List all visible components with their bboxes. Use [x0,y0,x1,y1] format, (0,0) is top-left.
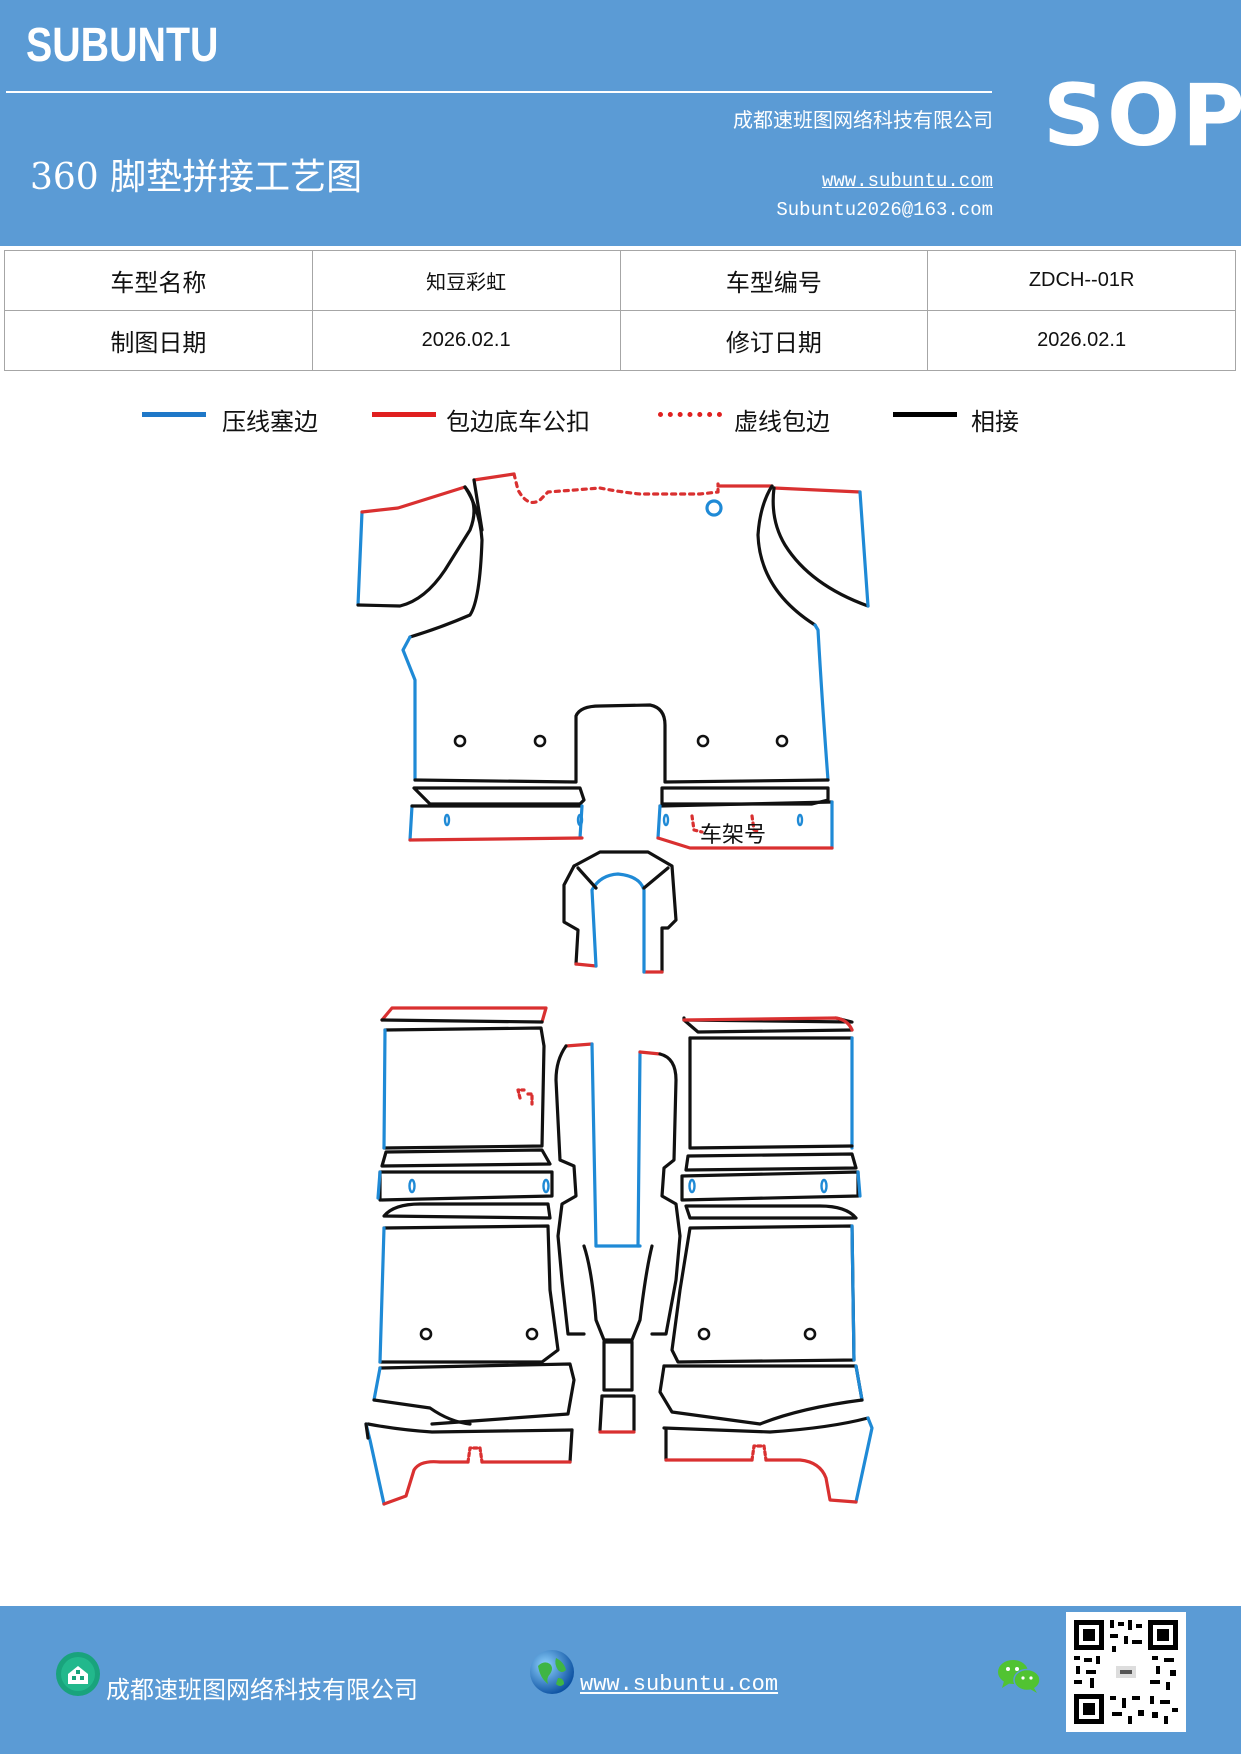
legend-swatch [658,412,722,417]
footer-company: 成都速班图网络科技有限公司 [106,1676,418,1704]
draw-date-label: 制图日期 [4,310,313,371]
header-email: Subuntu2026@163.com [776,199,993,221]
wechat-icon[interactable] [996,1656,1042,1696]
tunnel-piece [562,850,678,974]
page-title: 360 脚垫拼接工艺图 [30,157,363,198]
footer-banner: 成都速班图网络科技有限公司 www.subuntu.com [0,1606,1241,1754]
legend-label: 相接 [971,408,1019,436]
header-website-link[interactable]: www.subuntu.com [821,170,993,192]
legend-swatch [893,412,957,417]
rear-center-pieces [554,1042,682,1434]
floor-mat-diagram: 车架号 [356,472,874,1506]
building-icon [56,1652,100,1696]
model-code-label: 车型编号 [619,250,929,311]
qr-code-icon [1066,1612,1186,1732]
rear-left-pieces [364,1006,576,1506]
line-legend: 压线塞边 包边底车公扣 虚线包边 相接 [0,400,1241,440]
frame-number-label: 车架号 [700,823,766,848]
header-divider [6,91,992,93]
legend-swatch [372,412,436,417]
front-sill-right [656,786,834,850]
model-name-value: 知豆彩虹 [311,250,621,311]
model-code-value: ZDCH--01R [927,250,1236,311]
globe-icon [530,1650,574,1694]
front-sill-left [408,786,586,842]
header-banner: SUBUNTU 成都速班图网络科技有限公司 360 脚垫拼接工艺图 www.su… [0,0,1241,246]
table-row: 车型名称 知豆彩虹 车型编号 ZDCH--01R [4,250,1236,311]
brand-logo: SUBUNTU [26,19,219,72]
front-mat-piece [356,472,870,784]
model-name-label: 车型名称 [4,250,313,311]
revise-date-value: 2026.02.1 [927,310,1236,371]
revise-date-label: 修订日期 [619,310,929,371]
vehicle-info-table: 车型名称 知豆彩虹 车型编号 ZDCH--01R 制图日期 2026.02.1 … [4,250,1236,371]
legend-swatch [142,412,206,417]
rear-right-pieces [658,1016,874,1504]
sop-label: SOP [1043,66,1241,166]
legend-label: 虚线包边 [734,408,830,436]
table-row: 制图日期 2026.02.1 修订日期 2026.02.1 [4,310,1236,371]
draw-date-value: 2026.02.1 [311,310,621,371]
legend-label: 包边底车公扣 [446,408,590,436]
footer-website-link[interactable]: www.subuntu.com [580,1672,779,1697]
legend-label: 压线塞边 [222,408,318,436]
header-company: 成都速班图网络科技有限公司 [733,108,993,132]
